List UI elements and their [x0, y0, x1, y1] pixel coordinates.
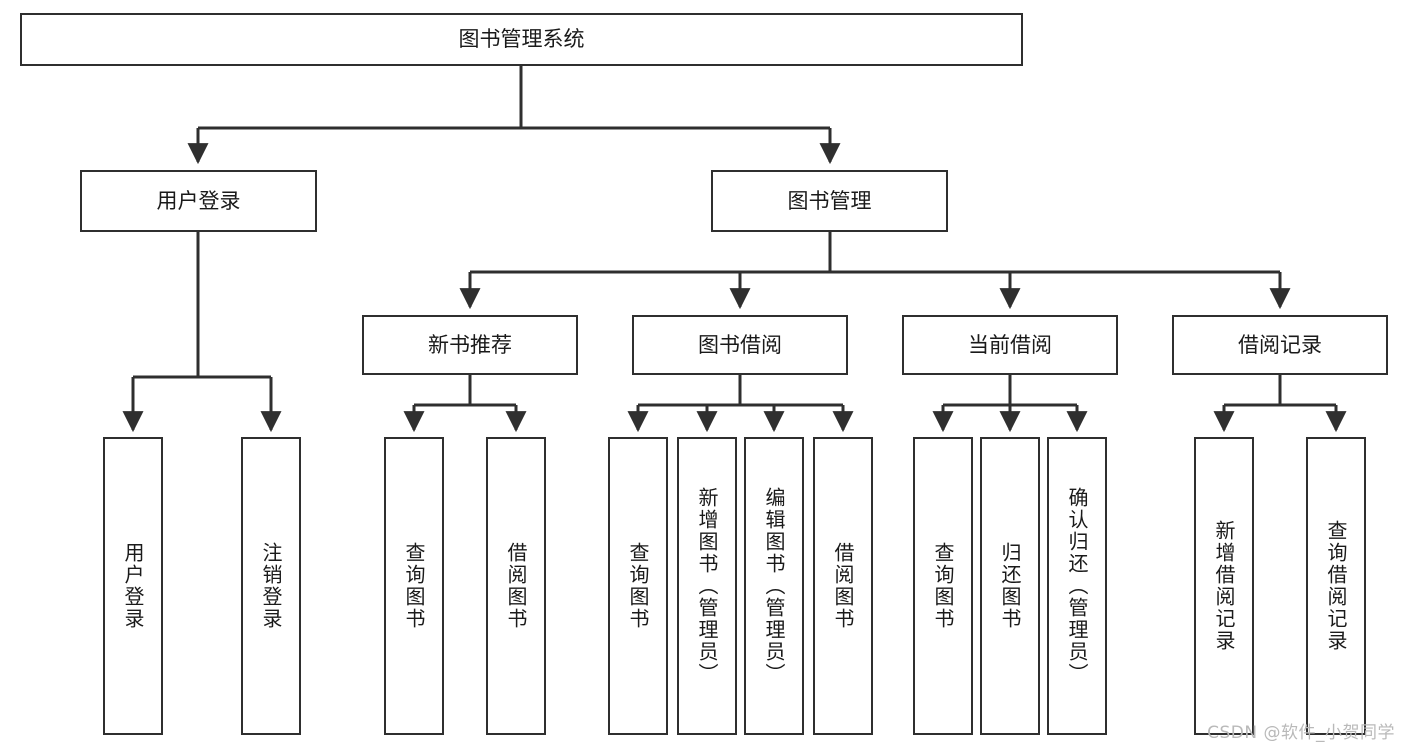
node-label: 借阅图书 [504, 542, 528, 630]
node-label: 查询图书 [626, 542, 650, 630]
node-current-borrow[interactable]: 当前借阅 [902, 315, 1118, 375]
leaf-record-query-record[interactable]: 查询借阅记录 [1306, 437, 1366, 735]
node-label: 借阅图书 [831, 542, 855, 630]
leaf-borrow-add-book[interactable]: 新增图书（管理员） [677, 437, 737, 735]
leaf-recommend-query-book[interactable]: 查询图书 [384, 437, 444, 735]
node-label: 图书借阅 [698, 332, 782, 357]
leaf-current-query-book[interactable]: 查询图书 [913, 437, 973, 735]
leaf-user-login-logout[interactable]: 注销登录 [241, 437, 301, 735]
node-label: 借阅记录 [1238, 332, 1322, 357]
node-label: 注销登录 [259, 542, 283, 630]
leaf-record-add-record[interactable]: 新增借阅记录 [1194, 437, 1254, 735]
node-label: 查询图书 [931, 542, 955, 630]
node-label: 新增图书（管理员） [695, 487, 719, 685]
node-label: 用户登录 [156, 188, 241, 213]
node-borrow-record[interactable]: 借阅记录 [1172, 315, 1388, 375]
node-label: 查询图书 [402, 542, 426, 630]
node-new-book-recommend[interactable]: 新书推荐 [362, 315, 578, 375]
node-user-login[interactable]: 用户登录 [80, 170, 317, 232]
node-label: 编辑图书（管理员） [762, 487, 786, 685]
leaf-recommend-borrow-book[interactable]: 借阅图书 [486, 437, 546, 735]
leaf-current-return-book[interactable]: 归还图书 [980, 437, 1040, 735]
leaf-user-login-login[interactable]: 用户登录 [103, 437, 163, 735]
node-label: 新书推荐 [428, 332, 512, 357]
leaf-borrow-edit-book[interactable]: 编辑图书（管理员） [744, 437, 804, 735]
node-label: 当前借阅 [968, 332, 1052, 357]
node-root-system[interactable]: 图书管理系统 [20, 13, 1023, 66]
node-book-management[interactable]: 图书管理 [711, 170, 948, 232]
leaf-borrow-query-book[interactable]: 查询图书 [608, 437, 668, 735]
watermark-text: CSDN @软件_小贺同学 [1207, 723, 1395, 743]
node-book-borrow[interactable]: 图书借阅 [632, 315, 848, 375]
node-label: 用户登录 [121, 542, 145, 630]
node-label: 归还图书 [998, 542, 1022, 630]
leaf-current-confirm-return[interactable]: 确认归还（管理员） [1047, 437, 1107, 735]
node-label: 新增借阅记录 [1212, 520, 1236, 652]
node-label: 图书管理系统 [458, 27, 585, 52]
node-label: 查询借阅记录 [1324, 520, 1348, 652]
node-label: 确认归还（管理员） [1065, 487, 1089, 685]
leaf-borrow-borrow-book[interactable]: 借阅图书 [813, 437, 873, 735]
node-label: 图书管理 [787, 188, 872, 213]
